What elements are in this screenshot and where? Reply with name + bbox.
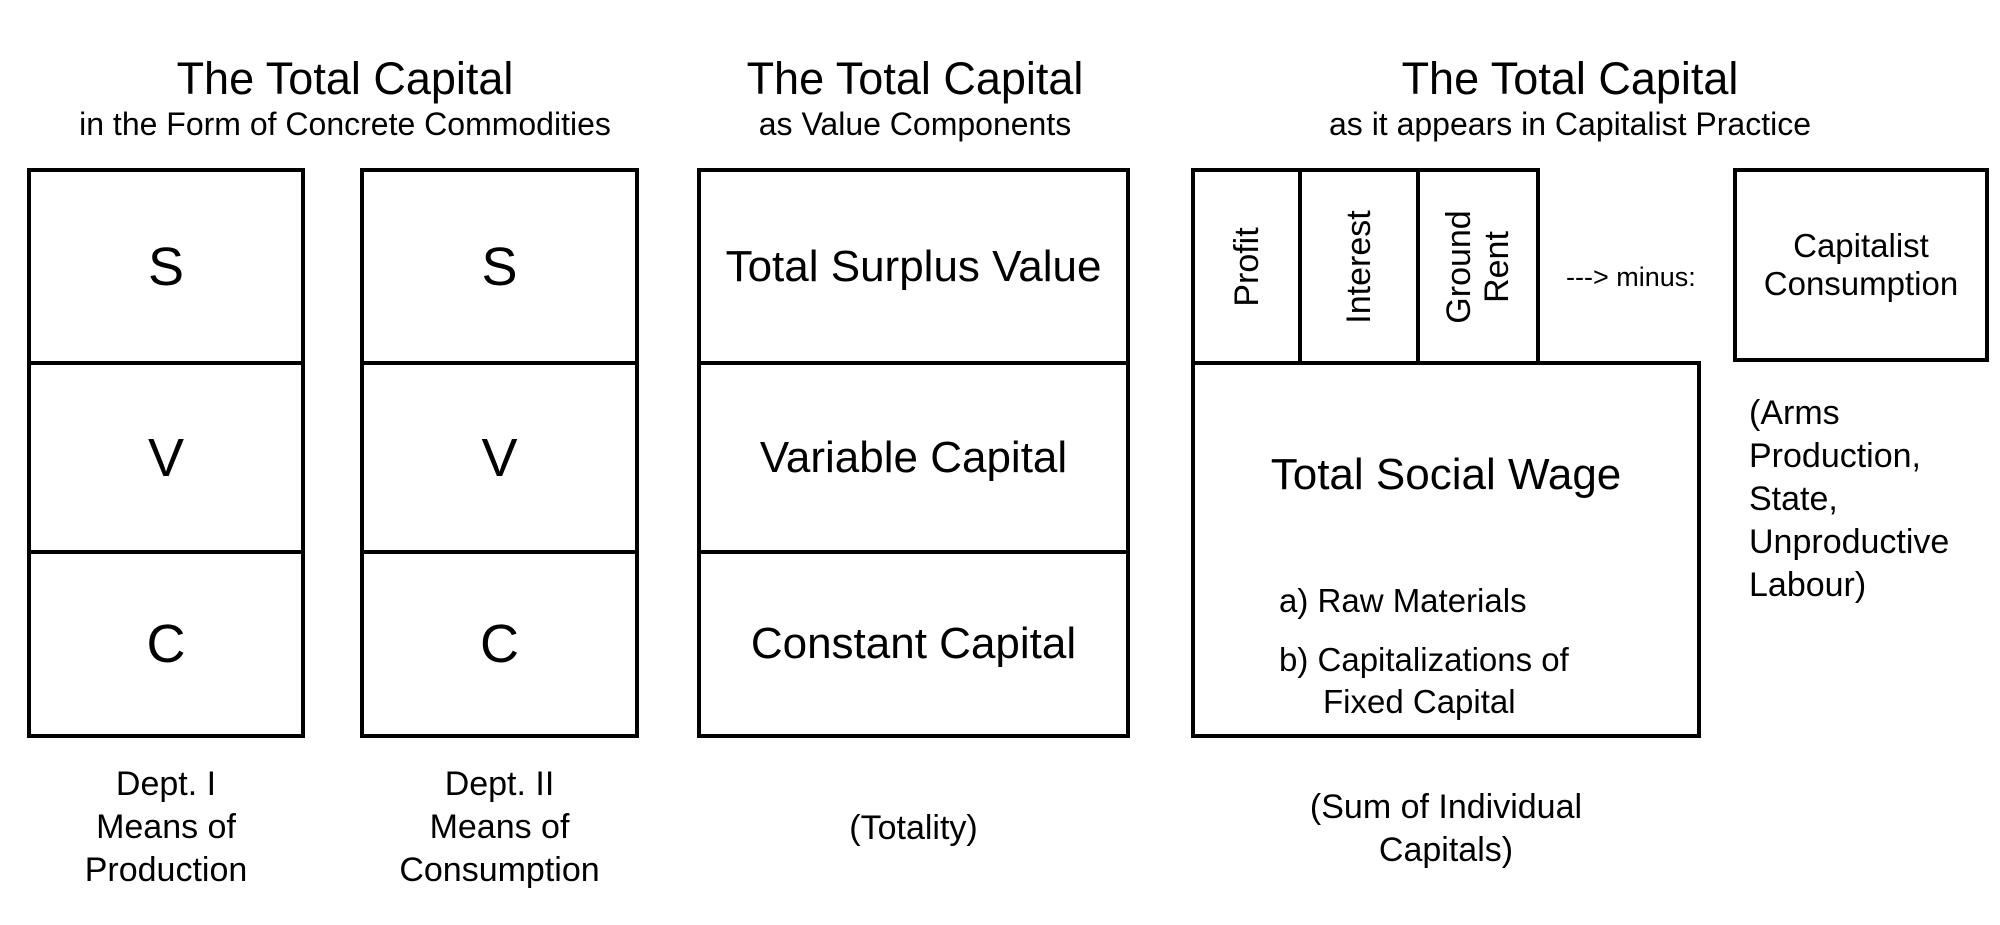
dept2-box: S V C <box>360 168 639 738</box>
variable-capital-label: Variable Capital <box>759 432 1068 482</box>
constant-capital-label: Constant Capital <box>750 619 1077 668</box>
dept1-cell-v: V <box>31 361 301 550</box>
dept1-cell-s: S <box>31 172 301 361</box>
dept2-cell-c: C <box>364 550 635 734</box>
sum-of-capitals-caption: (Sum of Individual Capitals) <box>1191 786 1701 872</box>
caption-line: (Totality) <box>849 809 978 847</box>
heading-concrete-commodities: The Total Capital in the Form of Concret… <box>40 52 650 144</box>
dept1-v-label: V <box>147 427 185 488</box>
raw-materials-item: a) Raw Materials <box>1279 582 1527 619</box>
caption-line: (Sum of Individual <box>1309 788 1583 826</box>
variable-capital-cell: Variable Capital <box>701 361 1126 550</box>
heading-subtitle: as it appears in Capitalist Practice <box>1329 106 1811 142</box>
total-social-wage-label: Total Social Wage <box>1270 450 1622 499</box>
dept2-cell-v: V <box>364 361 635 550</box>
surplus-split-box: Profit Interest Ground Rent <box>1191 168 1540 365</box>
interest-label: Interest <box>1340 209 1378 324</box>
profit-label: Profit <box>1227 226 1266 307</box>
constant-capital-cell: Constant Capital <box>701 550 1126 734</box>
dept1-caption: Dept. I Means of Production <box>27 763 305 892</box>
heading-subtitle: as Value Components <box>758 106 1072 142</box>
total-social-wage-box: Total Social Wage a) Raw Materials b) Ca… <box>1191 361 1701 738</box>
dept2-v-label: V <box>481 427 518 488</box>
dept2-c-label: C <box>480 614 519 674</box>
caption-line: Consumption <box>399 851 600 889</box>
heading-title: The Total Capital <box>746 53 1084 104</box>
caption-line: Means of <box>96 808 236 846</box>
dept2-s-label: S <box>481 236 518 297</box>
totality-caption: (Totality) <box>697 807 1130 850</box>
consumption-note: (Arms Production, State, Unproductive La… <box>1749 394 1950 604</box>
caption-line: Dept. II <box>444 765 555 803</box>
capitalist-consumption-label: Capitalist Consumption <box>1763 227 1959 302</box>
heading-capitalist-practice: The Total Capital as it appears in Capit… <box>1250 52 1890 144</box>
dept1-cell-c: C <box>31 550 301 734</box>
heading-title: The Total Capital <box>176 53 514 104</box>
total-surplus-value-label: Total Surplus Value <box>725 241 1102 291</box>
heading-value-components: The Total Capital as Value Components <box>700 52 1130 144</box>
heading-subtitle: in the Form of Concrete Commodities <box>79 106 611 142</box>
value-components-box: Total Surplus Value Variable Capital Con… <box>697 168 1130 738</box>
caption-line: Production <box>84 851 248 889</box>
heading-title: The Total Capital <box>1401 53 1739 104</box>
dept1-box: S V C <box>27 168 305 738</box>
capitalist-consumption-box: Capitalist Consumption <box>1733 168 1989 362</box>
ground-rent-column: Ground Rent <box>1416 172 1536 361</box>
caption-line: Capitals) <box>1378 831 1514 869</box>
capitalizations-item: b) Capitalizations of <box>1279 641 1569 678</box>
ground-rent-label: Ground Rent <box>1440 209 1516 324</box>
interest-column: Interest <box>1298 172 1416 361</box>
total-surplus-value-cell: Total Surplus Value <box>701 172 1126 361</box>
minus-arrow-label: ---> minus: <box>1566 262 1696 292</box>
dept1-c-label: C <box>146 614 186 674</box>
profit-column: Profit <box>1195 172 1298 361</box>
dept2-caption: Dept. II Means of Consumption <box>360 763 639 892</box>
dept2-cell-s: S <box>364 172 635 361</box>
dept1-s-label: S <box>147 236 185 297</box>
caption-line: Dept. I <box>115 765 217 803</box>
caption-line: Means of <box>429 808 570 846</box>
fixed-capital-item: Fixed Capital <box>1323 683 1516 720</box>
